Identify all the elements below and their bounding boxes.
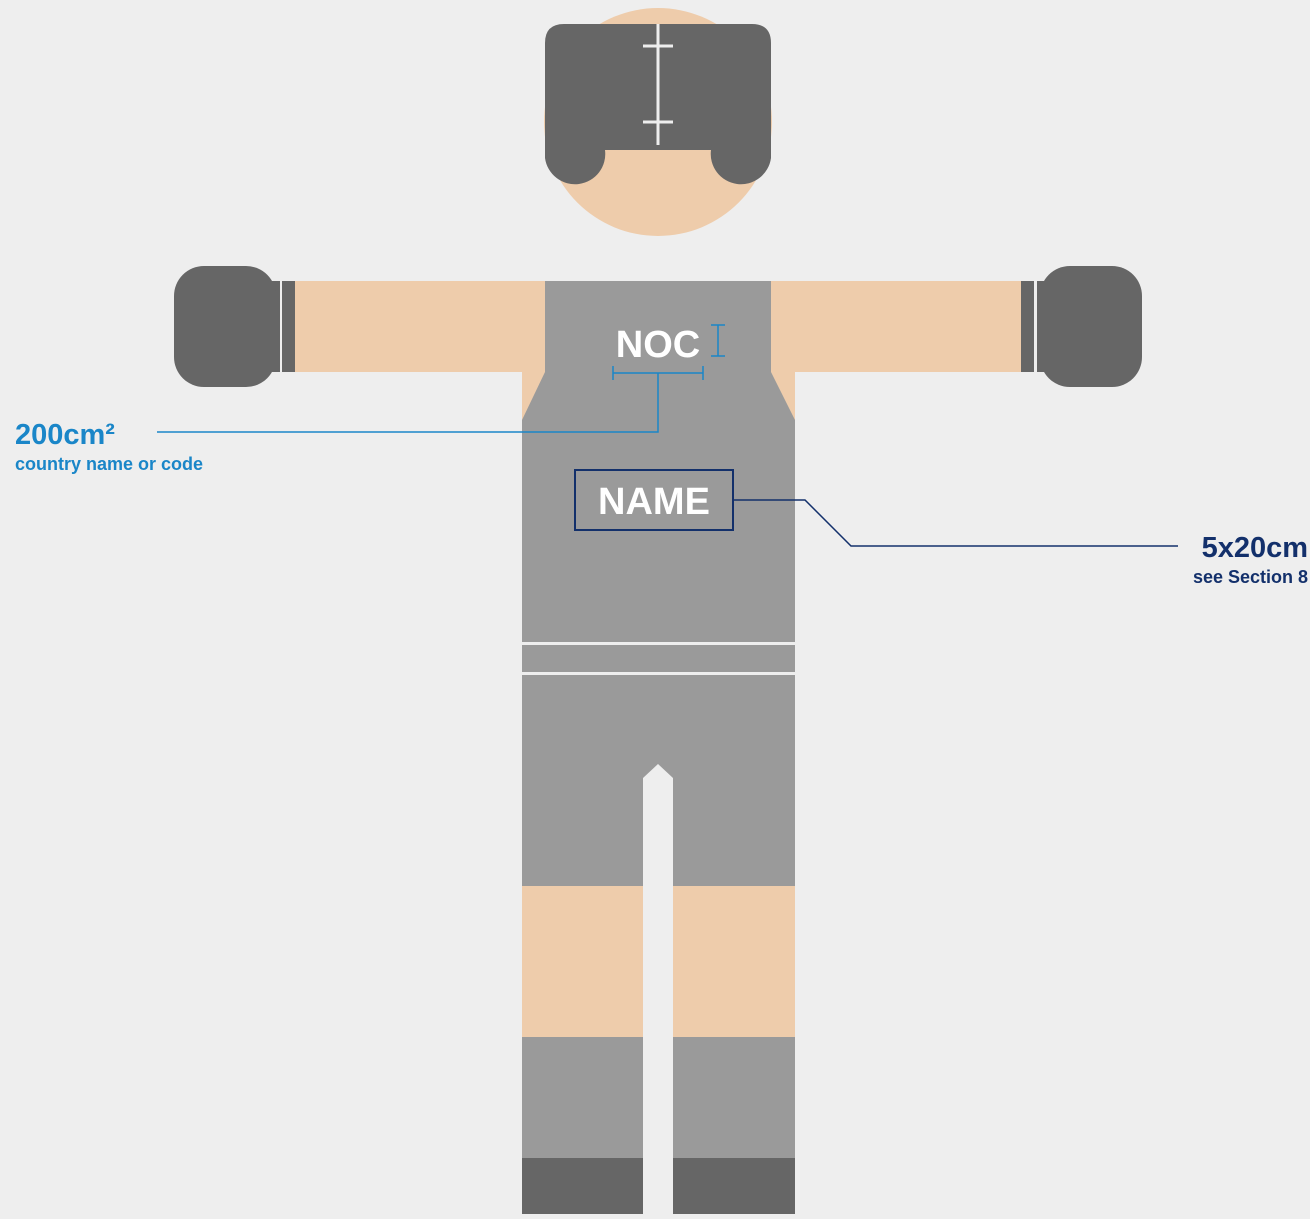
name-callout-description: see Section 8 — [1193, 567, 1308, 587]
noc-callout-size: 200cm² — [15, 419, 115, 451]
name-box-text: NAME — [598, 481, 710, 523]
left-sock — [522, 1037, 643, 1158]
left-arm — [295, 281, 545, 372]
waistband-stripe-top — [522, 642, 795, 645]
name-callout-line — [733, 500, 1178, 546]
left-shoe — [522, 1158, 643, 1214]
name-callout-size: 5x20cm — [1202, 532, 1308, 564]
waistband — [522, 645, 795, 675]
right-thigh — [673, 886, 795, 1037]
shorts — [522, 675, 795, 886]
waistband-stripe-bottom — [522, 672, 795, 675]
right-sock — [673, 1037, 795, 1158]
left-glove — [174, 266, 295, 387]
noc-callout-description: country name or code — [15, 454, 203, 474]
right-shoe — [673, 1158, 795, 1214]
right-glove — [1021, 266, 1142, 387]
left-thigh — [522, 886, 643, 1037]
noc-chest-text: NOC — [616, 324, 700, 366]
right-arm — [771, 281, 1022, 372]
